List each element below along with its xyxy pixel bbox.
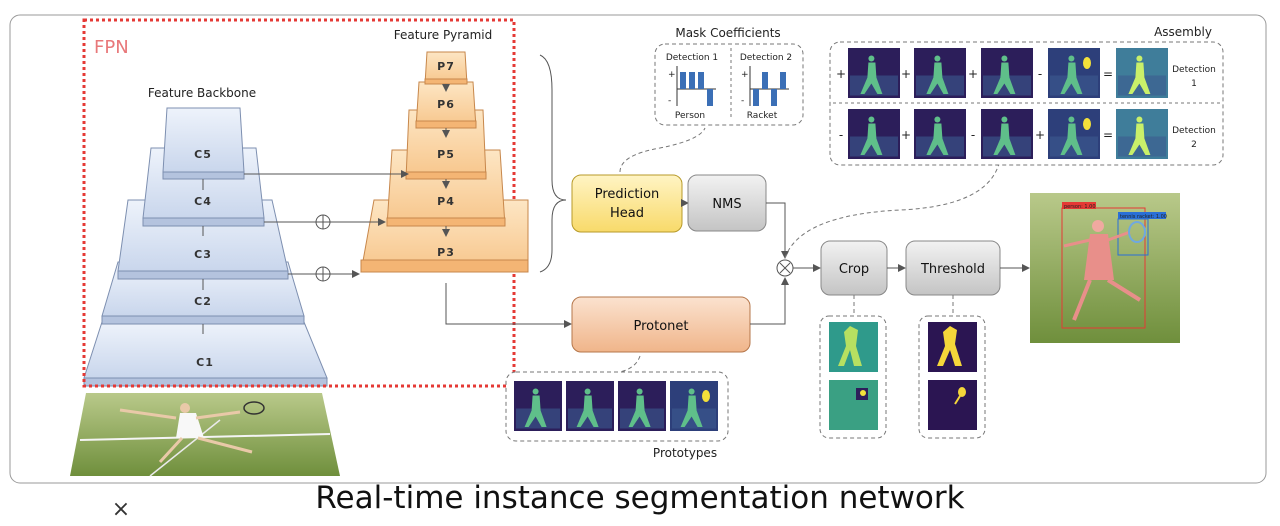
sum-node-c4 [315,214,331,230]
mask-tile [1048,109,1100,159]
coefficient-bar [698,72,704,89]
svg-text:Person: Person [675,111,705,121]
svg-text:person: 1.00: person: 1.00 [1064,204,1096,210]
crop-mask-racket [829,380,878,430]
assembly-sign: - [971,128,975,142]
svg-text:C1: C1 [196,356,214,369]
backbone-title: Feature Backbone [148,86,256,100]
svg-text:P7: P7 [437,60,455,73]
coefficient-bar [762,72,768,89]
threshold-block: Threshold [905,240,1001,296]
mask-tile [914,109,966,159]
mask-tile [848,109,900,159]
prediction-head-block: Prediction Head [571,174,683,233]
p3-to-protonet-line [445,283,572,328]
coefficient-bar [689,72,695,89]
backbone-level-c1: C1 [83,321,328,387]
mask-tile [1048,48,1100,98]
pyramid-level-p6: P6 [415,81,477,129]
svg-text:Detection 2: Detection 2 [740,53,792,63]
pyramid-level-p7: P7 [424,51,468,85]
assembly-sign: - [839,128,843,142]
svg-text:P4: P4 [437,195,455,208]
svg-text:Detection 1: Detection 1 [666,53,718,63]
svg-text:C2: C2 [194,295,212,308]
crop-masks-group [819,315,887,439]
mask-tile [914,48,966,98]
mask-tile [566,381,614,431]
svg-text:+: + [741,70,749,80]
prototypes-label: Prototypes [653,446,717,460]
svg-text:Racket: Racket [747,111,778,121]
protonet-block: Protonet [571,296,751,353]
coefficient-bar [780,72,786,89]
fpn-label: FPN [94,37,129,58]
assembly-sign: + [1035,128,1045,142]
assembly-detection-label: Detection [1172,126,1216,136]
assembly-sign: = [1103,128,1113,142]
svg-text:-: - [741,96,744,106]
svg-text:C3: C3 [194,248,212,261]
pyramid-brace [539,54,567,273]
svg-text:tennis racket: 1.00: tennis racket: 1.00 [1120,214,1167,220]
mask-coefficients-box [654,43,804,126]
assembly-sign: - [1038,67,1042,81]
threshold-mask-racket [928,380,977,430]
protonet-to-combine-line [750,277,789,325]
svg-text:Head: Head [610,206,644,221]
svg-text:Crop: Crop [839,262,869,277]
backbone-level-c5: C5 [162,107,245,180]
mask-tile [981,48,1033,98]
mask-tile [848,48,900,98]
coefficient-bar [771,89,777,106]
nms-block: NMS [687,174,767,232]
assembly-sign: + [901,128,911,142]
mask-tile [670,381,718,431]
svg-text:C4: C4 [194,195,212,208]
output-image: person: 1.00 tennis racket: 1.00 [1030,193,1180,343]
close-button[interactable]: × [111,497,131,522]
mask-tile [1116,109,1168,159]
svg-text:P5: P5 [437,148,455,161]
coefficients-detection-2: Detection 2 + - Racket [740,53,792,121]
pyramid-title: Feature Pyramid [394,28,492,42]
svg-text:NMS: NMS [712,197,741,212]
coeff-dashed-link [619,127,706,173]
assembly-detection-number: 1 [1191,79,1197,89]
caption: Real-time instance segmentation network [315,480,965,516]
svg-text:Protonet: Protonet [633,319,688,334]
coefficients-detection-1: Detection 1 + - Person [666,53,718,121]
svg-text:P3: P3 [437,246,455,259]
assembly-detection-number: 2 [1191,140,1197,150]
assembly-sign: + [968,67,978,81]
mask-tile [618,381,666,431]
combine-node [776,259,794,277]
svg-text:P6: P6 [437,98,455,111]
assembly-dashed-link [784,159,1001,259]
assembly-sign: + [901,67,911,81]
assembly-sign: = [1103,67,1113,81]
svg-text:C5: C5 [194,148,212,161]
assembly-sign: + [836,67,846,81]
input-image [70,393,340,477]
mask-tile [981,109,1033,159]
svg-text:Threshold: Threshold [920,262,985,277]
proto-dashed-link [619,355,641,373]
mask-tile [1116,48,1168,98]
nms-to-combine-line [766,202,789,259]
threshold-masks-group [918,315,986,439]
assembly-detection-label: Detection [1172,65,1216,75]
mask-coefficients-title: Mask Coefficients [675,26,780,40]
coefficient-bar [707,89,713,106]
svg-text:Prediction: Prediction [595,187,660,202]
crop-block: Crop [820,240,888,296]
svg-text:-: - [668,96,671,106]
sum-node-c3 [315,266,331,282]
coefficient-bar [753,89,759,106]
coefficient-bar [680,72,686,89]
assembly-title: Assembly [1154,25,1212,39]
svg-text:+: + [668,70,676,80]
mask-tile [514,381,562,431]
